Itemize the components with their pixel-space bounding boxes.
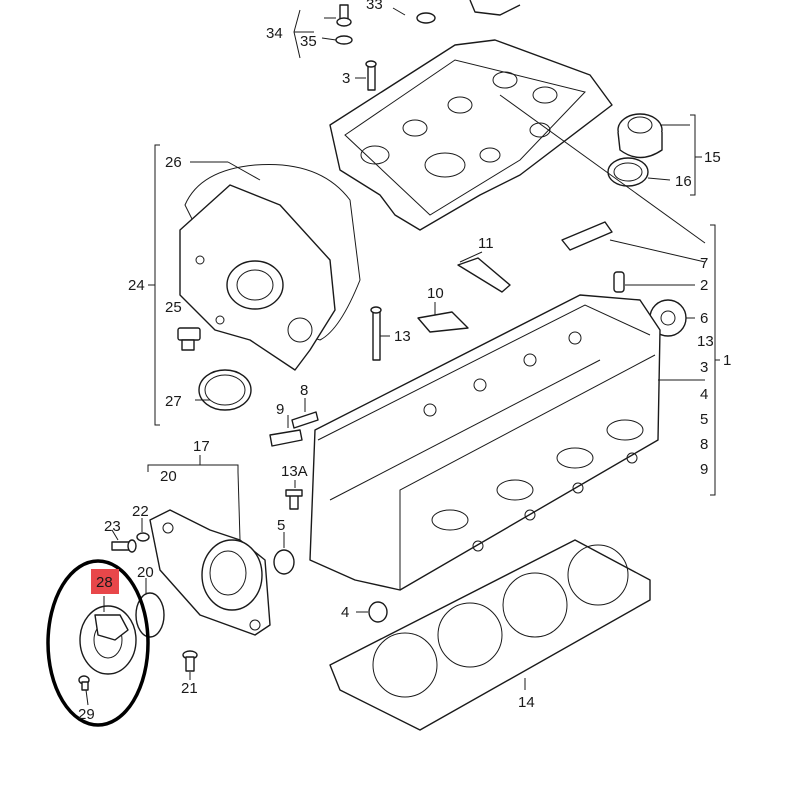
gasket-26 bbox=[184, 163, 361, 341]
callout-1: 1 bbox=[723, 352, 731, 369]
tube-7 bbox=[561, 221, 613, 251]
bracket-assembly bbox=[149, 509, 271, 636]
callout-8b: 8 bbox=[700, 436, 708, 453]
bolt-25 bbox=[177, 327, 201, 351]
callout-labels: 34 35 33 3 26 15 16 24 25 27 11 7 2 10 1… bbox=[78, 0, 731, 723]
cap-seal bbox=[607, 157, 649, 187]
callout-3b: 3 bbox=[700, 359, 708, 376]
callout-13b: 13 bbox=[697, 333, 714, 350]
leader-lines bbox=[85, 7, 720, 706]
pin-2 bbox=[613, 271, 625, 293]
callout-5: 5 bbox=[277, 517, 285, 534]
stud-9 bbox=[269, 429, 303, 447]
callout-5b: 5 bbox=[700, 411, 708, 428]
callout-17: 17 bbox=[193, 438, 210, 455]
callout-21: 21 bbox=[181, 680, 198, 697]
washer-22 bbox=[136, 532, 150, 542]
flange-28 bbox=[79, 605, 137, 675]
callout-20: 20 bbox=[137, 564, 154, 581]
highlighted-callout-28: 28 bbox=[91, 569, 119, 594]
bolt-21 bbox=[182, 650, 198, 672]
bolt-13A bbox=[285, 489, 303, 510]
callout-7: 7 bbox=[700, 255, 708, 272]
callout-35: 35 bbox=[300, 33, 317, 50]
washer-35 bbox=[335, 35, 353, 45]
callout-23: 23 bbox=[104, 518, 121, 535]
callout-2: 2 bbox=[700, 277, 708, 294]
callout-24: 24 bbox=[128, 277, 145, 294]
callout-20-top: 20 bbox=[160, 468, 177, 485]
callout-26: 26 bbox=[165, 154, 182, 171]
gasket-strip-top bbox=[469, 0, 521, 16]
callout-28: 28 bbox=[96, 574, 113, 591]
callout-29: 29 bbox=[78, 706, 95, 723]
callout-4: 4 bbox=[341, 604, 349, 621]
callout-22: 22 bbox=[132, 503, 149, 520]
bolt-29 bbox=[78, 675, 90, 691]
valve-cover bbox=[329, 39, 613, 231]
timing-cover bbox=[179, 184, 336, 371]
callout-9b: 9 bbox=[700, 461, 708, 478]
callout-4b: 4 bbox=[700, 386, 708, 403]
callout-3-top: 3 bbox=[342, 70, 350, 87]
stud-8 bbox=[291, 411, 319, 429]
callout-33: 33 bbox=[366, 0, 383, 13]
bracket-10 bbox=[417, 311, 469, 333]
bolt-34 bbox=[336, 4, 352, 27]
head-gasket bbox=[329, 539, 651, 731]
callout-16: 16 bbox=[675, 173, 692, 190]
sensor-11 bbox=[457, 257, 511, 293]
callout-6: 6 bbox=[700, 310, 708, 327]
callout-10: 10 bbox=[427, 285, 444, 302]
highlight-box bbox=[91, 569, 119, 594]
highlight-circle bbox=[46, 559, 150, 727]
callout-13A: 13A bbox=[281, 463, 308, 480]
bolt-23 bbox=[111, 539, 137, 553]
callout-15: 15 bbox=[704, 149, 721, 166]
callout-34: 34 bbox=[266, 25, 283, 42]
callout-9: 9 bbox=[276, 401, 284, 418]
bolt-13 bbox=[370, 306, 382, 361]
plug-5 bbox=[273, 549, 295, 575]
oil-filler-cap bbox=[617, 113, 663, 159]
callout-13: 13 bbox=[394, 328, 411, 345]
bolt-3-top bbox=[365, 60, 377, 91]
callout-11: 11 bbox=[478, 235, 494, 252]
callout-25: 25 bbox=[165, 299, 182, 316]
cylinder-head bbox=[309, 294, 661, 591]
callout-27: 27 bbox=[165, 393, 182, 410]
callout-8: 8 bbox=[300, 382, 308, 399]
callout-14: 14 bbox=[518, 694, 535, 711]
seal-ring-27 bbox=[198, 369, 252, 411]
washer-33 bbox=[416, 12, 436, 24]
bushing-4 bbox=[368, 601, 388, 623]
